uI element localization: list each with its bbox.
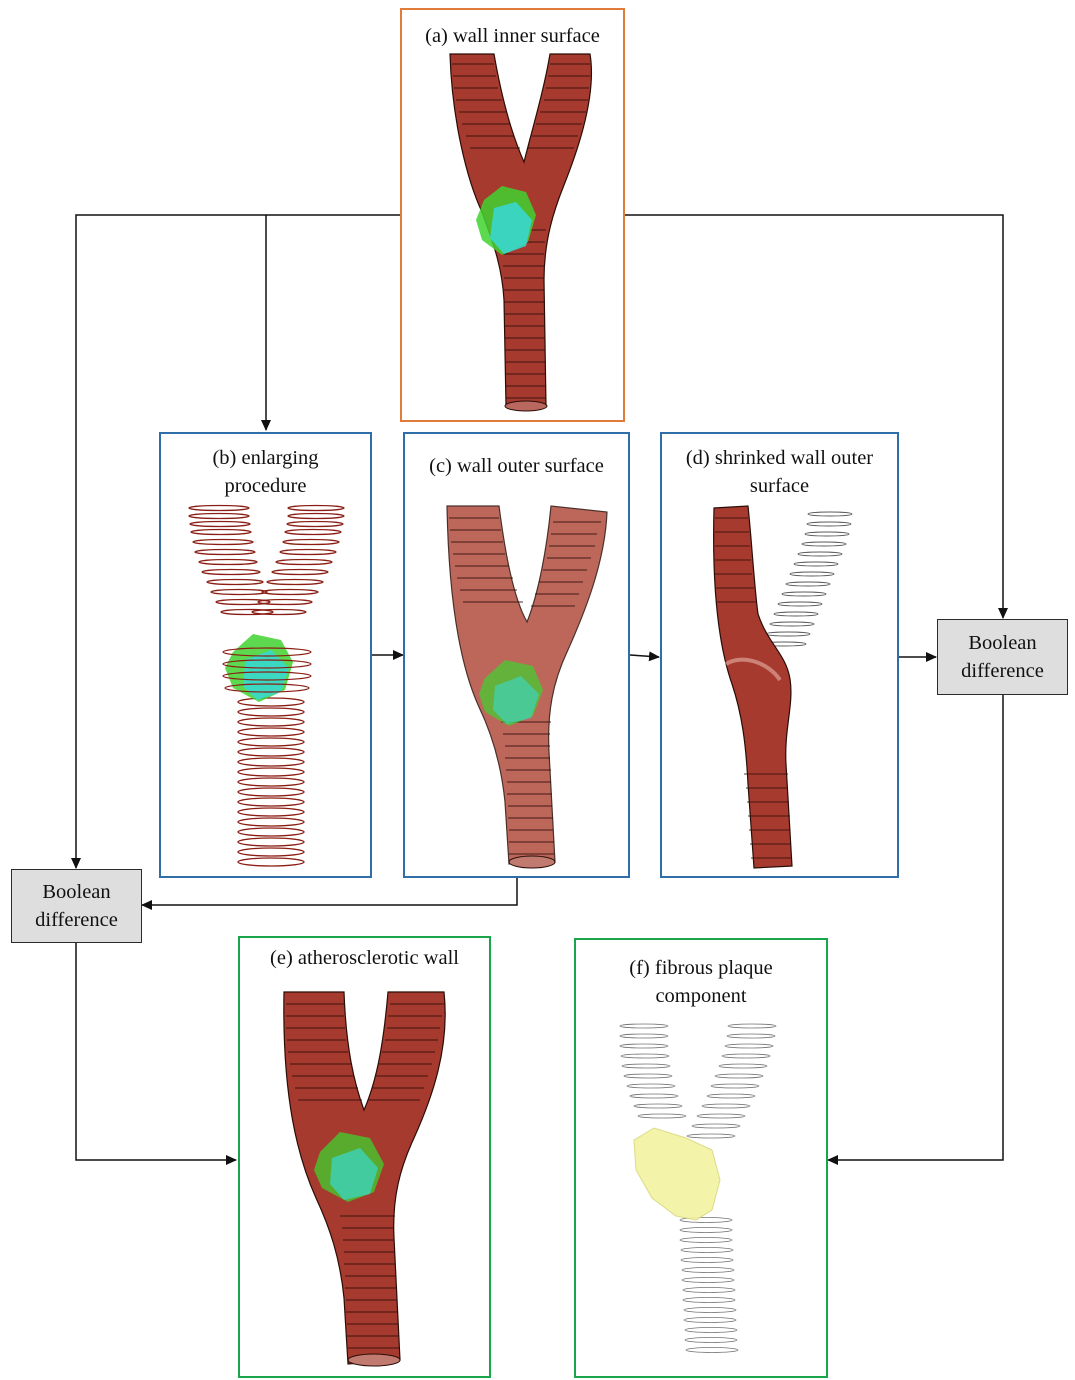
panel-title: (e) atherosclerotic wall bbox=[240, 944, 489, 972]
enlarged-contours-render bbox=[181, 502, 356, 870]
panel-fibrous-plaque-component: (f) fibrous plaque component bbox=[574, 938, 828, 1378]
panel-title: (b) enlarging procedure bbox=[161, 444, 370, 500]
shrinked-vessel-render bbox=[702, 504, 872, 874]
atherosclerotic-wall-render bbox=[274, 988, 454, 1373]
arrow-left-boolean-to-e bbox=[76, 942, 236, 1160]
fibrous-plaque-region bbox=[634, 1128, 720, 1220]
panel-title: (f) fibrous plaque component bbox=[576, 954, 826, 1010]
panel-title: (a) wall inner surface bbox=[402, 22, 623, 50]
panel-wall-inner-surface: (a) wall inner surface bbox=[400, 8, 625, 422]
fibrous-plaque-render bbox=[616, 1020, 796, 1370]
vessel-outer-surface-render bbox=[435, 502, 605, 872]
panel-wall-outer-surface: (c) wall outer surface bbox=[403, 432, 630, 878]
panel-title: (c) wall outer surface bbox=[405, 452, 628, 480]
boolean-difference-box-right: Boolean difference bbox=[937, 619, 1068, 695]
panel-shrinked-wall-outer-surface: (d) shrinked wall outer surface bbox=[660, 432, 899, 878]
panel-enlarging-procedure: (b) enlarging procedure bbox=[159, 432, 372, 878]
boolean-difference-box-left: Boolean difference bbox=[11, 869, 142, 943]
arrow-c-to-left-boolean bbox=[142, 878, 517, 905]
panel-atherosclerotic-wall: (e) atherosclerotic wall bbox=[238, 936, 491, 1378]
panel-title: (d) shrinked wall outer surface bbox=[662, 444, 897, 500]
vessel-inner-surface-render bbox=[432, 50, 597, 418]
arrow-c-to-d bbox=[630, 655, 659, 657]
